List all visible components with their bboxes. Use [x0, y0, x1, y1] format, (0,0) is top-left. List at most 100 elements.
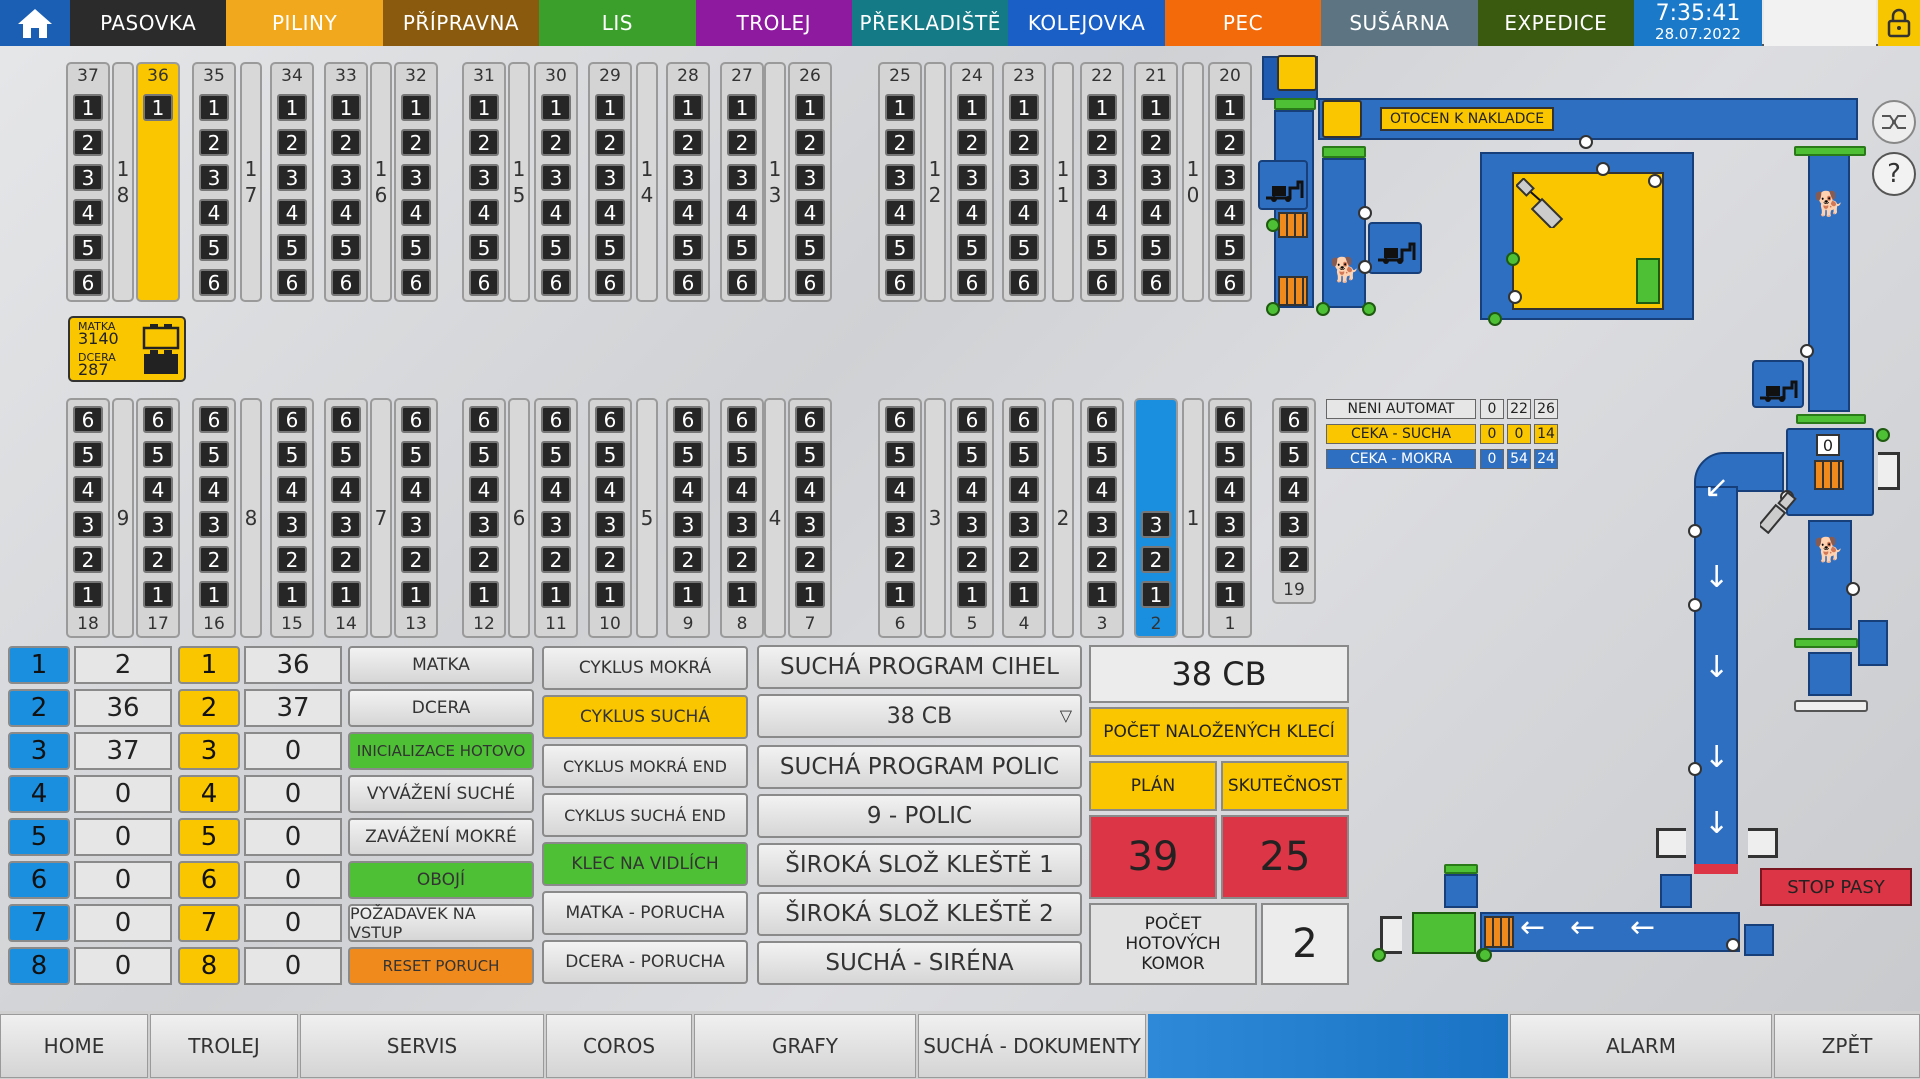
slot-cell[interactable]: 2	[199, 546, 229, 573]
slot-cell[interactable]: 5	[673, 441, 703, 468]
left-chamber-value[interactable]: 36	[74, 689, 172, 727]
slot-cell[interactable]: 4	[469, 199, 499, 226]
cyklus-mokr-end-button[interactable]: CYKLUS MOKRÁ END	[542, 744, 748, 788]
right-chamber-value[interactable]: 0	[244, 904, 342, 942]
slot-cell[interactable]: 6	[1215, 269, 1245, 296]
slot-cell[interactable]: 2	[885, 129, 915, 156]
footer-servis-button[interactable]: SERVIS	[300, 1014, 544, 1078]
slot-cell[interactable]: 1	[795, 94, 825, 121]
cyklus-such--button[interactable]: CYKLUS SUCHÁ	[542, 695, 748, 739]
slot-cell[interactable]: 4	[595, 476, 625, 503]
slot-cell[interactable]: 4	[73, 476, 103, 503]
right-chamber-id[interactable]: 5	[178, 818, 240, 856]
slot-cell[interactable]: 1	[199, 581, 229, 608]
slot-cell[interactable]: 2	[73, 129, 103, 156]
slot-cell[interactable]: 5	[331, 234, 361, 261]
slot-cell[interactable]: 5	[673, 234, 703, 261]
slot-cell[interactable]: 1	[541, 94, 571, 121]
footer-such-dokumenty-button[interactable]: SUCHÁ - DOKUMENTY	[918, 1014, 1146, 1078]
slot-cell[interactable]: 6	[143, 406, 173, 433]
inicializace-hotovo-button[interactable]: INICIALIZACE HOTOVO	[348, 732, 534, 770]
slot-cell[interactable]: 6	[595, 406, 625, 433]
slot-cell[interactable]: 5	[1009, 441, 1039, 468]
slot-cell[interactable]: 4	[199, 476, 229, 503]
slot-cell[interactable]: 2	[1215, 129, 1245, 156]
right-chamber-id[interactable]: 6	[178, 861, 240, 899]
slot-cell[interactable]: 6	[199, 406, 229, 433]
slot-cell[interactable]: 3	[673, 164, 703, 191]
slot-cell[interactable]: 1	[73, 581, 103, 608]
slot-cell[interactable]: 3	[673, 511, 703, 538]
slot-cell[interactable]: 5	[277, 234, 307, 261]
slot-cell[interactable]: 3	[727, 164, 757, 191]
slot-cell[interactable]: 1	[1141, 94, 1171, 121]
slot-cell[interactable]: 4	[595, 199, 625, 226]
slot-cell[interactable]: 2	[469, 129, 499, 156]
slot-cell[interactable]: 1	[727, 94, 757, 121]
right-chamber-id[interactable]: 7	[178, 904, 240, 942]
slot-cell[interactable]: 1	[1009, 581, 1039, 608]
left-chamber-value[interactable]: 0	[74, 947, 172, 985]
klec-na-vidl-ch-button[interactable]: KLEC NA VIDLÍCH	[542, 842, 748, 886]
slot-cell[interactable]: 4	[541, 476, 571, 503]
home-icon[interactable]	[0, 0, 70, 46]
slot-cell[interactable]: 5	[1141, 234, 1171, 261]
slot-cell[interactable]: 5	[885, 441, 915, 468]
slot-cell[interactable]: 4	[957, 199, 987, 226]
left-chamber-id[interactable]: 7	[8, 904, 70, 942]
slot-cell[interactable]: 5	[1009, 234, 1039, 261]
left-chamber-id[interactable]: 1	[8, 646, 70, 684]
slot-cell[interactable]: 4	[795, 476, 825, 503]
slot-cell[interactable]: 6	[1009, 269, 1039, 296]
slot-cell[interactable]: 2	[277, 546, 307, 573]
vyv-en-such--button[interactable]: VYVÁŽENÍ SUCHÉ	[348, 775, 534, 813]
tab-expedice[interactable]: EXPEDICE	[1477, 0, 1634, 46]
slot-cell[interactable]: 4	[541, 199, 571, 226]
slot-cell[interactable]: 3	[331, 511, 361, 538]
slot-cell[interactable]: 6	[469, 406, 499, 433]
po-adavek-na-vstup-button[interactable]: POŽADAVEK NA VSTUP	[348, 904, 534, 942]
dcera-button[interactable]: DCERA	[348, 689, 534, 727]
slot-cell[interactable]: 1	[143, 94, 173, 121]
slot-cell[interactable]: 3	[1141, 511, 1171, 538]
cyklus-such-end-button[interactable]: CYKLUS SUCHÁ END	[542, 793, 748, 837]
slot-cell[interactable]: 2	[673, 546, 703, 573]
slot-cell[interactable]: 6	[541, 406, 571, 433]
slot-cell[interactable]: 6	[885, 406, 915, 433]
slot-cell[interactable]: 6	[331, 406, 361, 433]
slot-cell[interactable]: 3	[199, 164, 229, 191]
slot-cell[interactable]: 2	[469, 546, 499, 573]
slot-cell[interactable]: 5	[541, 441, 571, 468]
slot-cell[interactable]: 3	[957, 511, 987, 538]
left-chamber-id[interactable]: 5	[8, 818, 70, 856]
slot-cell[interactable]: 2	[795, 129, 825, 156]
slot-cell[interactable]: 5	[469, 234, 499, 261]
slot-cell[interactable]: 5	[1087, 234, 1117, 261]
dry-shelf-program-value[interactable]: 9 - POLIC	[757, 794, 1082, 838]
slot-cell[interactable]: 5	[401, 234, 431, 261]
slot-cell[interactable]: 2	[1141, 129, 1171, 156]
slot-cell[interactable]: 1	[885, 94, 915, 121]
slot-cell[interactable]: 6	[401, 406, 431, 433]
slot-cell[interactable]: 6	[795, 406, 825, 433]
right-chamber-value[interactable]: 0	[244, 861, 342, 899]
slot-cell[interactable]: 1	[401, 94, 431, 121]
slot-cell[interactable]: 1	[143, 581, 173, 608]
slot-cell[interactable]: 2	[541, 546, 571, 573]
slot-cell[interactable]: 5	[957, 441, 987, 468]
slot-cell[interactable]: 2	[541, 129, 571, 156]
slot-cell[interactable]: 1	[331, 94, 361, 121]
slot-cell[interactable]: 5	[73, 234, 103, 261]
slot-cell[interactable]: 5	[331, 441, 361, 468]
